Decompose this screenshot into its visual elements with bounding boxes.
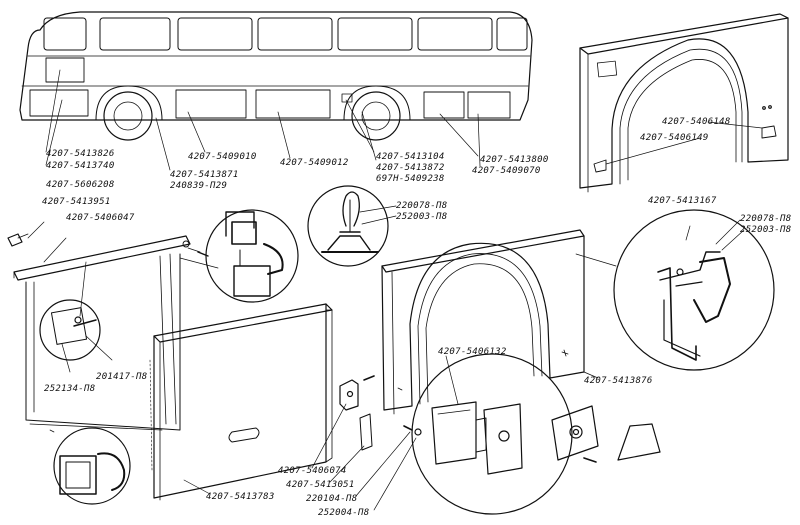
label-252134: 252134-П8 [44,384,96,394]
seal-detail-circle-center [307,185,397,267]
label-252003-b: 252003-П8 [740,225,792,235]
door-leader-lines [27,221,113,373]
label-201417: 201417-П8 [96,372,148,382]
label-5413783: 4207-5413783 [206,492,275,502]
door-frame-assembly [7,221,209,505]
label-220078-b: 220078-П8 [740,214,792,224]
door-panel [149,303,333,501]
bus-leader-lines [45,69,481,171]
label-5413876: 4207-5413876 [584,376,653,386]
seal-detail-circle-right [613,209,775,371]
label-5406074: 4207-5406074 [278,466,347,476]
bracket-small [339,375,422,451]
bottom-leader-lines [311,403,417,511]
bracket-detail-circle [411,353,573,515]
wedge-plate [617,423,661,461]
label-5413800: 4207-5413800 [480,155,549,165]
label-5406047: 4207-5406047 [66,213,135,223]
label-240839: 240839-П29 [170,181,228,191]
label-5406148: 4207-5406148 [662,117,731,127]
label-5406149: 4207-5406149 [640,133,709,143]
label-5409238: 697Н-5409238 [376,174,445,184]
seal-detail-circle-lower [53,427,131,505]
label-5606208: 4207-5606208 [46,180,115,190]
label-5413951: 4207-5413951 [42,197,111,207]
bus-windows [43,17,528,51]
label-5413872: 4207-5413872 [376,163,445,173]
label-5413740: 4207-5413740 [46,161,115,171]
mounting-plate [551,405,599,461]
label-5413104: 4207-5413104 [376,152,445,162]
label-5413167: 4207-5413167 [648,196,717,206]
label-252003-a: 252003-П8 [396,212,448,222]
label-5409012: 4207-5409012 [280,158,349,168]
label-220078-a: 220078-П8 [396,201,448,211]
label-5409070: 4207-5409070 [472,166,541,176]
bus-lower-panels [29,89,511,119]
label-5413826: 4207-5413826 [46,149,115,159]
label-5413871: 4207-5413871 [170,170,239,180]
wheel-arch-panel-lower [381,229,617,415]
wheel-arch-panel-top [579,13,789,193]
hinge-detail-circle [39,299,101,361]
hinge-detail-circle-upper [179,209,299,303]
label-220104: 220104-П8 [306,494,358,504]
label-252004: 252004-П8 [318,508,370,518]
front-wheel [103,91,153,141]
label-5413051: 4207-5413051 [286,480,355,490]
bus-side-view [19,11,533,171]
label-5406132: 4207-5406132 [438,347,507,357]
label-5409010: 4207-5409010 [188,152,257,162]
bolt-5606208 [7,233,23,247]
screw-bottom [583,457,597,463]
rear-wheel [351,91,401,141]
